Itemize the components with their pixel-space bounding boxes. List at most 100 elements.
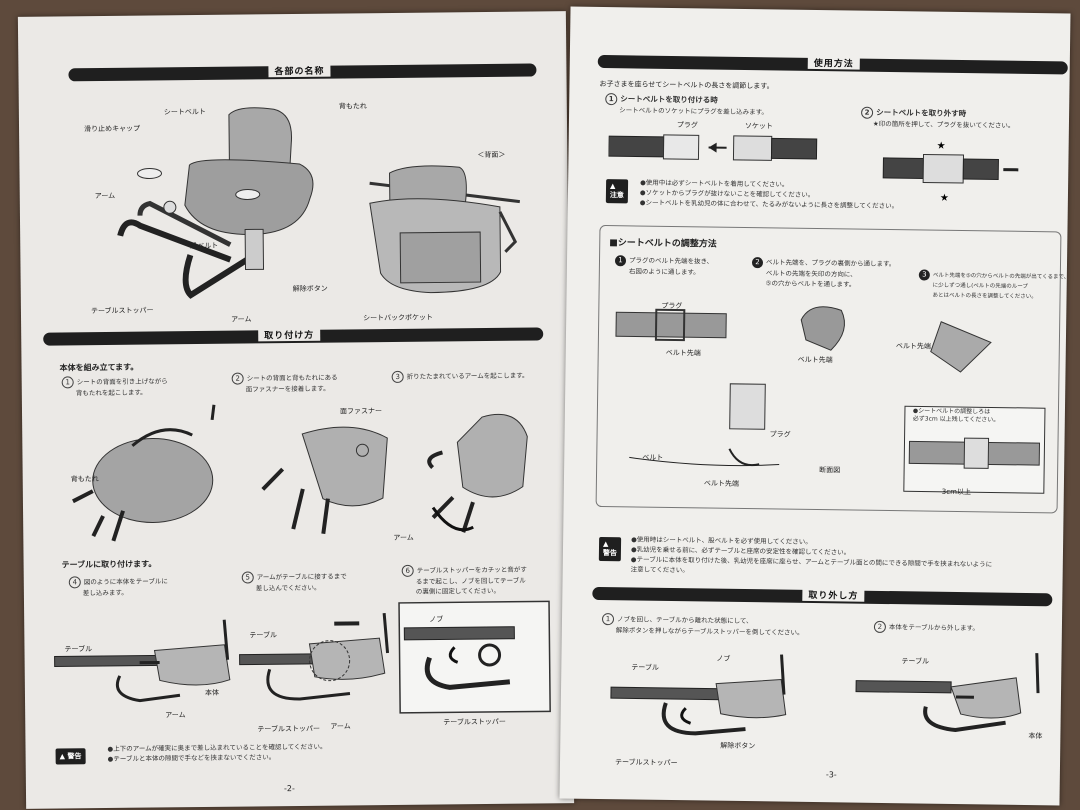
remove-step-2-text1: 本体をテーブルから外します。 [888,623,979,633]
label-attach-table-2: テーブル [249,631,277,640]
label-adjust-belt: ベルト [642,453,664,462]
left-warnings: ●上下のアームが確実に奥まで差し込まれていることを確認してください。 ●テーブル… [107,742,326,764]
remove-title: 取り外し方 [802,587,865,602]
adjust-step-3-text2: に少しずつ通し(ベルトの先端のループ [932,282,1028,290]
label-attach-stopper-2: テーブルストッパー [443,717,506,727]
attach-step-5-number: 5 [241,571,254,584]
remove-header-bar: 取り外し方 [592,586,1053,607]
step-2-number: 2 [231,372,244,385]
label-adjust-belt-tip-2: ベルト先端 [797,355,833,365]
step-2-text1: シートの背面と背もたれにある [246,373,338,383]
attach-step-6-text2: るまで起こし、ノブを回してテーブル [415,576,526,586]
label-remove-table-2: テーブル [901,657,930,666]
adjust-step-3-text3: あとはベルトの長さを調整してください。 [932,292,1037,301]
label-slip-cap: 滑り止めキャップ [84,124,141,134]
right-warnings: ●使用時はシートベルト、股ベルトを必ず使用してください。 ●乳幼児を乗せる前に、… [631,534,993,579]
attach-step-4-text1: 図のように本体をテーブルに [83,577,168,587]
label-assemble-arm: アーム [393,533,414,542]
step-1-number: 1 [61,376,74,389]
label-plug: プラグ [676,121,698,130]
attach-step-4-number: 4 [68,576,81,589]
caution-icon: ▲ [609,182,616,191]
label-seat-back-pocket: シートバックポケット [363,313,434,323]
attach-belt-number: 1 [605,93,618,106]
left-warning-badge: ▲ 警告 [55,748,86,765]
install-header-bar: 取り付け方 [43,327,544,346]
left-warning-label: 警告 [67,752,82,761]
right-page-number: -3- [825,770,837,780]
label-arm-2: アーム [231,315,252,324]
label-cross-section: 断面図 [819,466,841,475]
caution-badge: ▲注意 [605,179,629,204]
left-warning-2: ●テーブルと本体の隙間で手などを挟まないでください。 [107,753,276,763]
remove-step-2-number: 2 [873,620,887,634]
highchair-front-illustration [117,107,314,299]
remove-illustrations [610,648,1040,736]
attach-belt-text: シートベルトのソケットにプラグを差し込みます。 [619,106,769,117]
label-attach-table-1: テーブル [64,645,93,654]
label-adjust-belt-tip-3: ベルト先端 [895,342,931,351]
label-socket: ソケット [744,121,773,131]
install-title: 取り付け方 [258,327,321,342]
adjust-step-1-text1: プラグのベルト先端を抜き、 [628,256,714,266]
adjust-step-1-number: 1 [614,255,627,267]
adjust-step-3-number: 3 [918,269,930,281]
attach-step-6-number: 6 [401,564,414,577]
caution-label: 注意 [609,191,624,200]
label-attach-arm-2: アーム [330,722,351,731]
step-3-number: 3 [391,370,404,383]
adjust-step-3-text1: ベルト先端を⑤の穴からベルトの先端が出てくるまで、 [932,272,1070,281]
parts-title: 各部の名称 [268,63,331,78]
warning-icon: ▲ [602,540,609,549]
label-remove-release: 解除ボタン [720,741,756,751]
adjust-step-2-text1: ベルト先端を、プラグの裏側から通します。 [765,258,896,269]
svg-text:★: ★ [937,141,946,152]
right-warning-badge: ▲警告 [598,536,622,562]
remove-step-1-text2: 解除ボタンを押しながらテーブルストッパーを倒してください。 [615,626,804,637]
adjust-note: ●シートベルトの調整しろは 必ず3cm 以上残してください。 [913,407,1000,424]
belt-detach-illustration: ★ ★ [882,141,1019,204]
warning-icon: ▲ [59,752,66,761]
attach-step-5-text1: アームがテーブルに接するまで [256,572,347,582]
label-arm-1: アーム [94,191,116,201]
label-seat-belt: シートベルト [163,107,206,117]
detach-belt-text: ★印の箇所を押して、プラグを抜いてください。 [872,119,1015,130]
label-three-cm: 3cm以上 [941,487,971,497]
label-attach-stopper-1: テーブルストッパー [257,724,320,734]
step-1-text2: 背もたれを起こします。 [75,388,147,398]
label-remove-knob: ノブ [716,654,731,663]
label-backrest: 背もたれ [338,102,367,111]
highchair-back-illustration [369,165,521,294]
label-crotch-belt: 股ベルト [190,241,219,251]
label-remove-table-1: テーブル [631,663,659,672]
adjust-step-2-number: 2 [751,257,764,269]
usage-intro: お子さまを座らせてシートベルトの長さを調節します。 [599,79,774,91]
adjust-title: ■シートベルトの調整方法 [609,238,717,250]
attach-step-5-text2: 差し込んでください。 [255,583,321,593]
assemble-illustrations [72,404,528,542]
label-adjust-belt-tip-4: ベルト先端 [703,479,739,488]
left-page: 各部の名称 滑り止めキャップ シートベルト 背もたれ ＜背面＞ アーム 股ベルト… [17,11,575,809]
label-release-button: 解除ボタン [292,284,328,294]
label-adjust-plug-2: プラグ [769,430,791,439]
label-table-stopper: テーブルストッパー [90,306,154,316]
label-attach-arm-1: アーム [165,711,186,720]
assemble-title: 本体を組み立てます。 [59,362,139,373]
svg-text:★: ★ [940,193,949,204]
label-assemble-backrest: 背もたれ [70,475,99,484]
adjust-illustrations [615,306,1046,494]
step-1-text1: シートの背面を引き上げながら [76,377,168,387]
label-attach-body: 本体 [204,688,219,697]
usage-title: 使用方法 [807,55,860,70]
adjust-step-2-text2: ベルトの先端を矢印の方向に、 [765,269,857,279]
